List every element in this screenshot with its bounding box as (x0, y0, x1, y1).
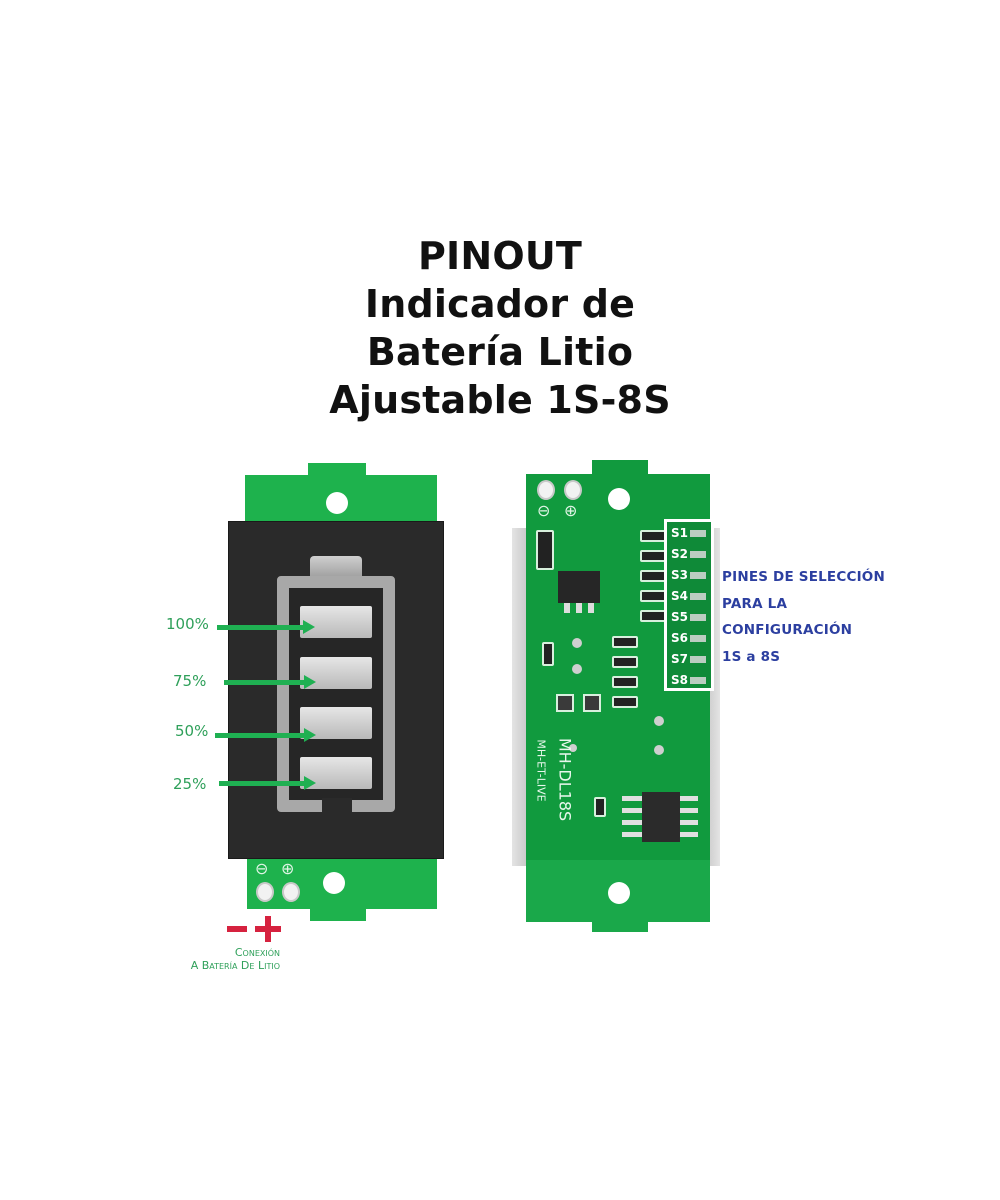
select-pin-s3[interactable]: S3 (671, 568, 688, 582)
title-line-2: Indicador de (364, 282, 636, 326)
via-icon (572, 638, 582, 648)
front-pcb-bottom-notch (310, 907, 366, 921)
pins-annotation-line-2: PARA LA (722, 595, 788, 612)
resistor-component (640, 590, 666, 602)
resistor-component (612, 636, 638, 648)
negative-sign-icon (227, 926, 247, 932)
arrow-25-icon (219, 776, 316, 790)
negative-terminal-symbol-icon: ⊖ (255, 859, 269, 878)
led-pad (556, 694, 574, 712)
title-line-4: Ajustable 1S-8S (329, 378, 671, 422)
positive-sign-vertical (265, 916, 271, 942)
pins-annotation-line-1: PINES DE SELECCIÓN (722, 569, 885, 585)
pins-annotation-line-4: 1S a 8S (722, 648, 781, 665)
mounting-hole-icon (323, 872, 345, 894)
select-pin-s4[interactable]: S4 (671, 589, 688, 603)
resistor-component (612, 656, 638, 668)
battery-bottom-gap (322, 798, 352, 814)
via-icon (654, 745, 664, 755)
mounting-hole-icon (608, 882, 630, 904)
back-pcb-bottom-notch (592, 920, 648, 932)
level-label-50: 50% (175, 722, 209, 740)
title-line-1: PINOUT (417, 234, 583, 278)
ic-pins-right (680, 796, 698, 838)
back-pcb-top-notch (592, 460, 648, 476)
regulator-pin (588, 603, 594, 613)
via-icon (572, 664, 582, 674)
resistor-component (640, 570, 666, 582)
capacitor-component (542, 642, 554, 666)
arrow-100-icon (217, 620, 315, 634)
diagram-title: PINOUT Indicador de Batería Litio Ajusta… (0, 232, 1000, 424)
select-pin-s6[interactable]: S6 (671, 631, 688, 645)
voltage-regulator-chip (558, 571, 600, 603)
negative-solder-pad[interactable] (537, 480, 555, 500)
positive-solder-pad[interactable] (564, 480, 582, 500)
resistor-component (640, 530, 666, 542)
pins-annotation: PINES DE SELECCIÓN PARA LA CONFIGURACIÓN… (722, 564, 885, 670)
resistor-component (612, 696, 638, 708)
negative-solder-pad[interactable] (256, 882, 274, 902)
silkscreen-model: MH-DL18S (555, 737, 575, 822)
select-pin-s7[interactable]: S7 (671, 652, 688, 666)
resistor-component (640, 550, 666, 562)
level-label-25: 25% (173, 775, 207, 793)
resistor-component (612, 676, 638, 688)
select-pin-s5[interactable]: S5 (671, 610, 688, 624)
select-pin-pads (690, 530, 706, 684)
arrow-50-icon (215, 728, 316, 742)
pins-annotation-line-3: CONFIGURACIÓN (722, 622, 853, 638)
negative-terminal-symbol-icon: ⊖ (537, 501, 551, 520)
via-icon (569, 744, 577, 752)
regulator-pin (564, 603, 570, 613)
capacitor-component (594, 797, 606, 817)
connection-label: Conexión A Batería De Litio (140, 946, 280, 972)
select-pin-s1[interactable]: S1 (671, 526, 688, 540)
positive-solder-pad[interactable] (282, 882, 300, 902)
positive-terminal-symbol-icon: ⊕ (281, 859, 295, 878)
positive-terminal-symbol-icon: ⊕ (564, 501, 578, 520)
select-pin-s2[interactable]: S2 (671, 547, 688, 561)
arrow-75-icon (224, 675, 316, 689)
level-label-75: 75% (173, 672, 207, 690)
led-pad (583, 694, 601, 712)
front-pcb-top-notch (308, 463, 366, 477)
silkscreen-brand: MH-ET-LIVE (534, 739, 548, 802)
connection-label-line-1: Conexión (234, 946, 280, 959)
mounting-hole-icon (326, 492, 348, 514)
resistor-component (640, 610, 666, 622)
connection-label-line-2: A Batería De Litio (190, 959, 280, 972)
title-line-3: Batería Litio (366, 330, 634, 374)
select-pin-s8[interactable]: S8 (671, 673, 688, 687)
ic-chip (642, 792, 680, 842)
mounting-hole-icon (608, 488, 630, 510)
diode-component (536, 530, 554, 570)
via-icon (654, 716, 664, 726)
level-label-100: 100% (166, 615, 209, 633)
ic-pins-left (622, 796, 642, 838)
regulator-pin (576, 603, 582, 613)
battery-outline-icon (277, 576, 395, 812)
